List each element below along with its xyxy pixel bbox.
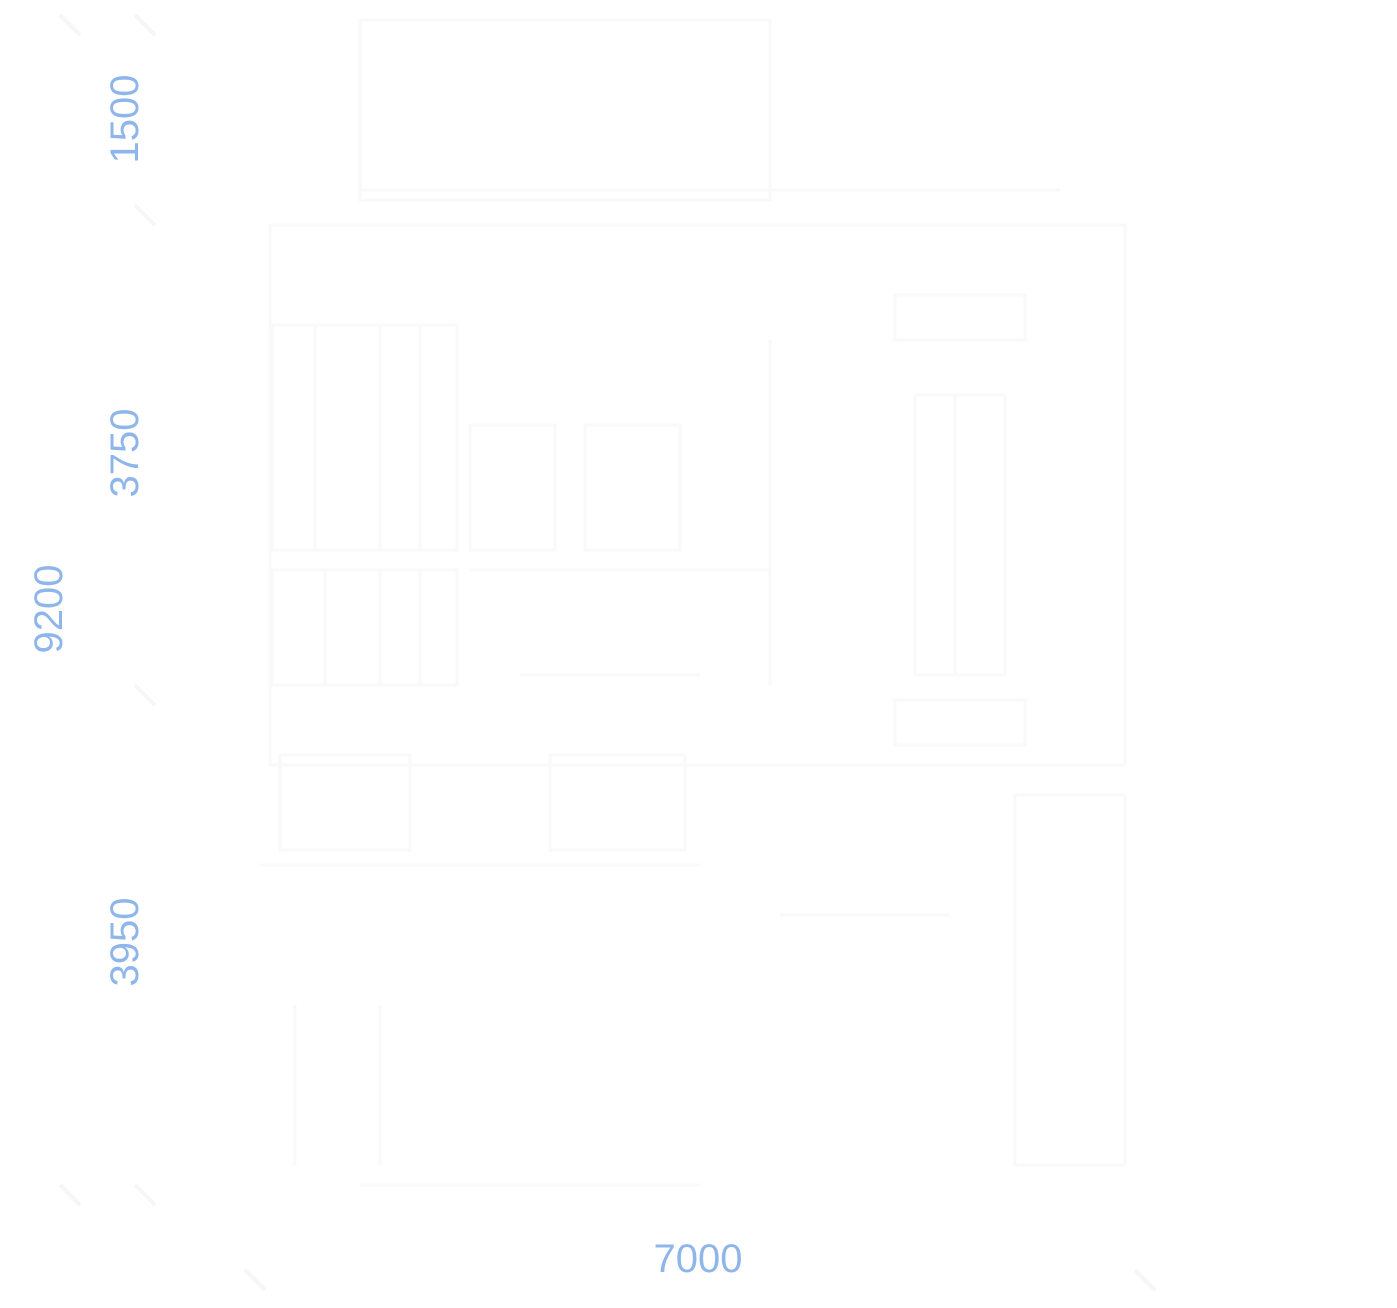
dimension-overall-width: 7000	[654, 1237, 743, 1281]
dimension-middle-section: 3750	[103, 409, 147, 498]
dimension-upper-section: 1500	[103, 75, 147, 164]
dimension-ticks	[58, 13, 1157, 1292]
dimension-overall-height: 9200	[27, 565, 71, 654]
dimension-lower-section: 3950	[103, 898, 147, 987]
floor-plan-linework	[260, 18, 1127, 1187]
